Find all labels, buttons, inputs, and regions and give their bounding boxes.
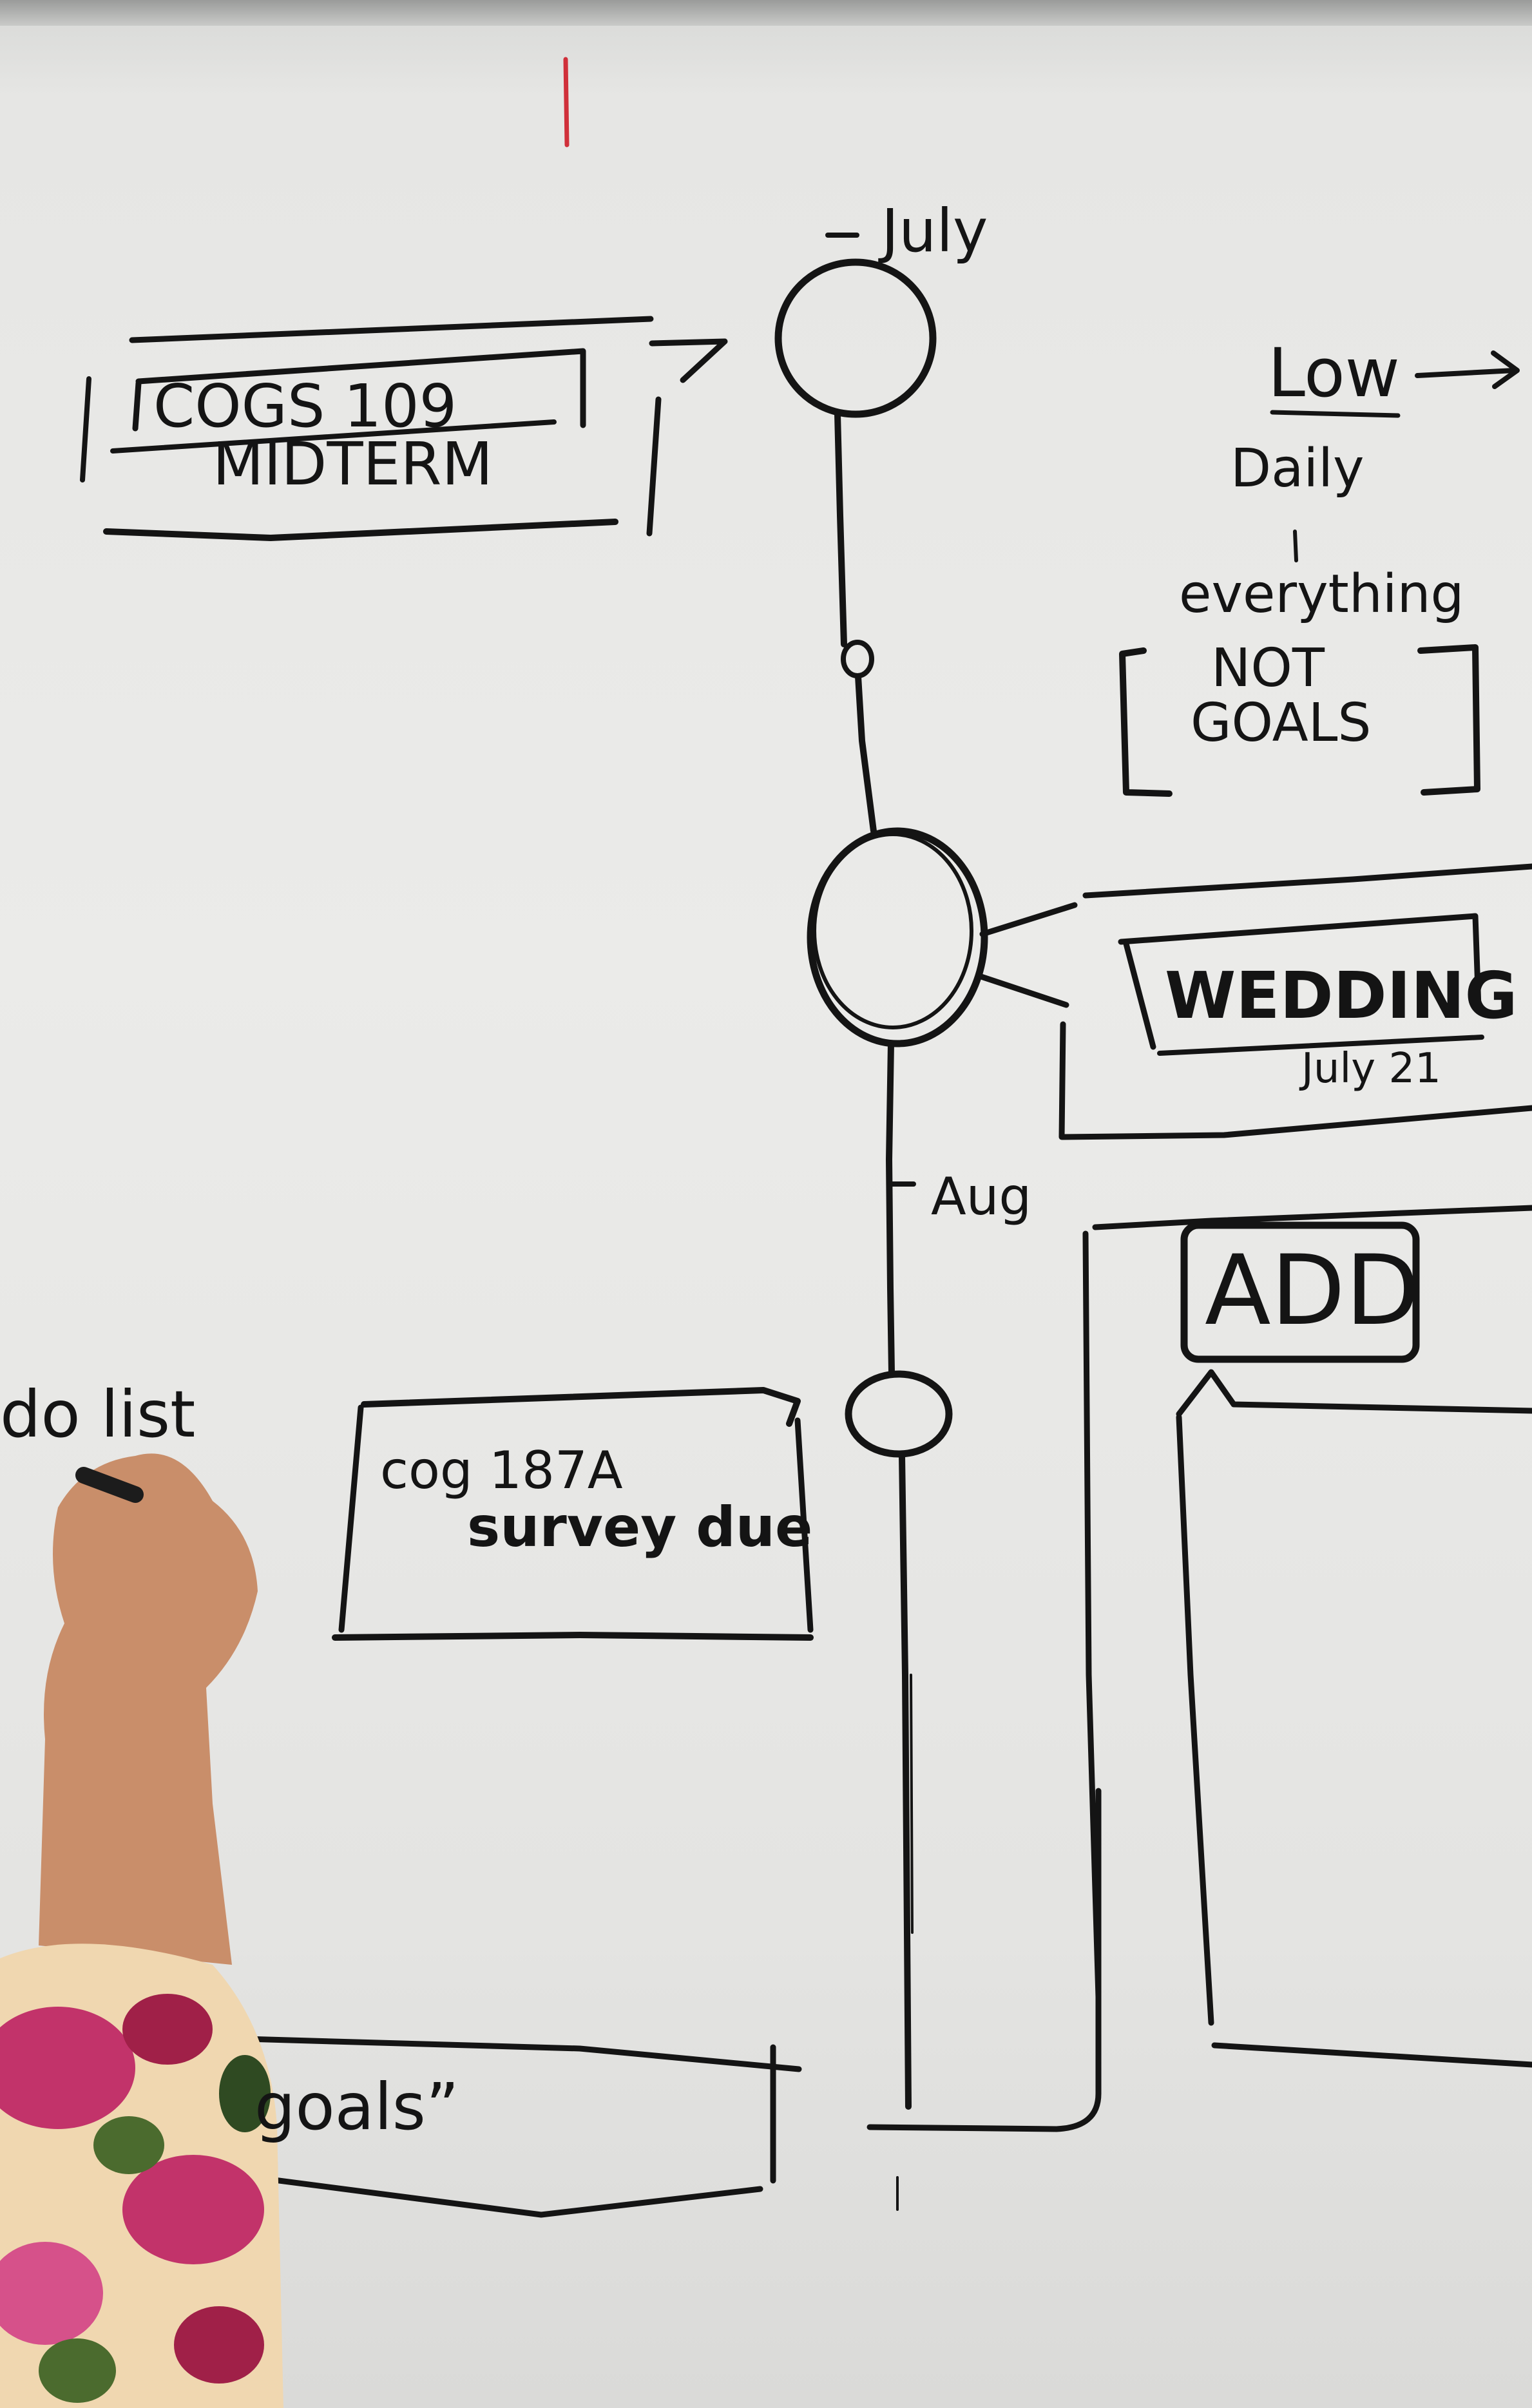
note-goals: GOALS bbox=[1191, 693, 1371, 754]
timeline-node-wedding bbox=[807, 827, 988, 1047]
timeline-node-small bbox=[841, 640, 874, 678]
timeline-label-july: July bbox=[878, 196, 988, 265]
add-panel bbox=[1082, 1205, 1532, 2068]
timeline-node-july bbox=[774, 258, 937, 418]
goals-box-label: goals” bbox=[254, 2069, 459, 2145]
note-everything: everything bbox=[1179, 564, 1464, 625]
timeline-node-survey bbox=[845, 1370, 953, 1458]
event-box-wedding bbox=[976, 863, 1532, 1140]
survey-course: cog 187A bbox=[380, 1440, 623, 1500]
whiteboard-frame bbox=[0, 0, 1532, 26]
timeline-label-aug: Aug bbox=[931, 1167, 1031, 1227]
event-box-survey bbox=[332, 1387, 814, 1641]
not-goals-bracket bbox=[1119, 350, 1520, 797]
midterm-course: COGS 109 bbox=[153, 372, 457, 441]
midterm-title: MIDTERM bbox=[213, 430, 493, 499]
wedding-title: WEDDING bbox=[1165, 958, 1518, 1033]
note-todo-list: do list bbox=[0, 1377, 195, 1452]
survey-title: survey due bbox=[467, 1495, 812, 1560]
note-low: Low bbox=[1268, 334, 1400, 412]
wedding-date: July 21 bbox=[1299, 1045, 1441, 1093]
timeline bbox=[774, 233, 1102, 2211]
goals-box bbox=[242, 2036, 802, 2218]
person-hand bbox=[0, 1453, 283, 2408]
add-label: ADD bbox=[1205, 1235, 1420, 1347]
add-button-outline bbox=[1180, 1221, 1420, 1363]
event-box-midterm bbox=[80, 316, 728, 541]
note-not: NOT bbox=[1211, 638, 1325, 699]
red-mark bbox=[563, 57, 570, 148]
note-daily: Daily bbox=[1230, 438, 1364, 499]
